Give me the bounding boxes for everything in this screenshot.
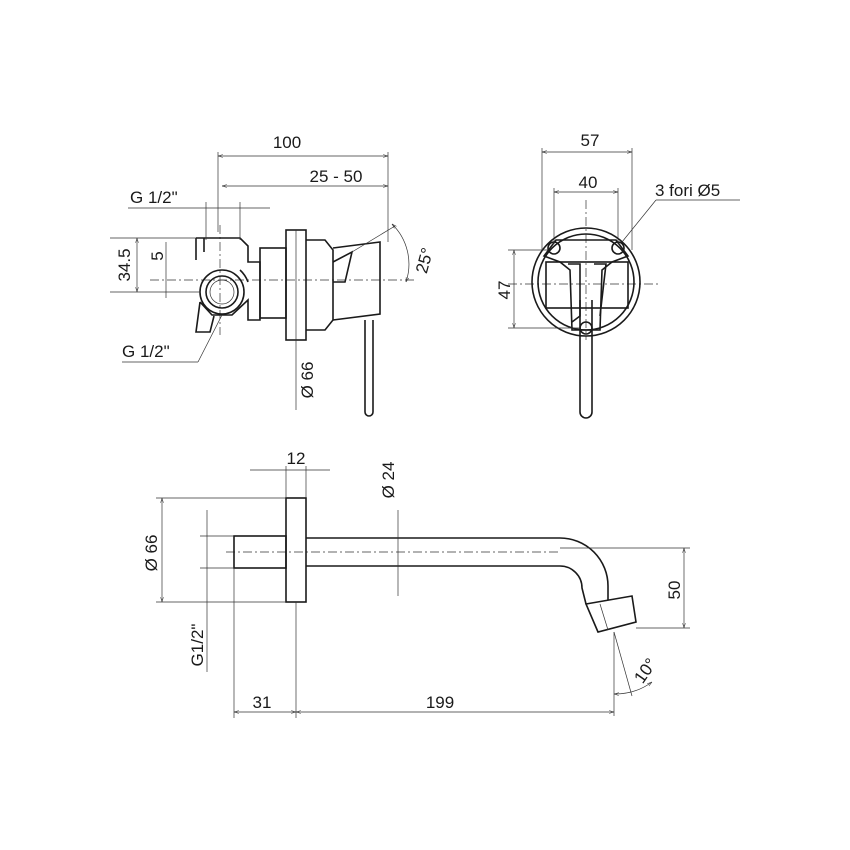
dim-spout-plate-thickness: 12	[287, 449, 306, 468]
dim-plate-diameter-spout: Ø 66	[142, 535, 161, 572]
dim-plate-height: 47	[495, 281, 514, 300]
dim-offset: 5	[148, 251, 167, 260]
dim-spout-diameter: Ø 24	[379, 462, 398, 499]
mixer-side-view: 100 25 - 50 G 1/2" 34.5 5 G 1/2" 25° Ø 6…	[110, 133, 437, 417]
dim-hole-spacing: 40	[579, 173, 598, 192]
dim-mixer-depth: 100	[273, 133, 301, 152]
mixer-front-view: 57 40 3 fori Ø5 47	[495, 131, 740, 419]
dim-lever-angle: 25°	[412, 246, 437, 276]
holes-note: 3 fori Ø5	[655, 181, 720, 200]
dim-inlet-thread-top: G 1/2"	[130, 188, 178, 207]
dim-spout-thread: G1/2"	[188, 624, 207, 667]
dim-adjust-range: 25 - 50	[310, 167, 363, 186]
dim-spout-drop: 50	[665, 581, 684, 600]
spout-side-view: 12 Ø 24 Ø 66 G1/2" 50 10° 31 199	[142, 449, 690, 718]
dim-mixer-height: 34.5	[115, 248, 134, 281]
dim-spout-length: 199	[426, 693, 454, 712]
dim-inlet-thread-bottom: G 1/2"	[122, 342, 170, 361]
dim-plate-diameter-mixer: Ø 66	[298, 362, 317, 399]
dim-thread-length: 31	[253, 693, 272, 712]
dim-plate-width: 57	[581, 131, 600, 150]
dim-spout-angle: 10°	[630, 655, 660, 687]
